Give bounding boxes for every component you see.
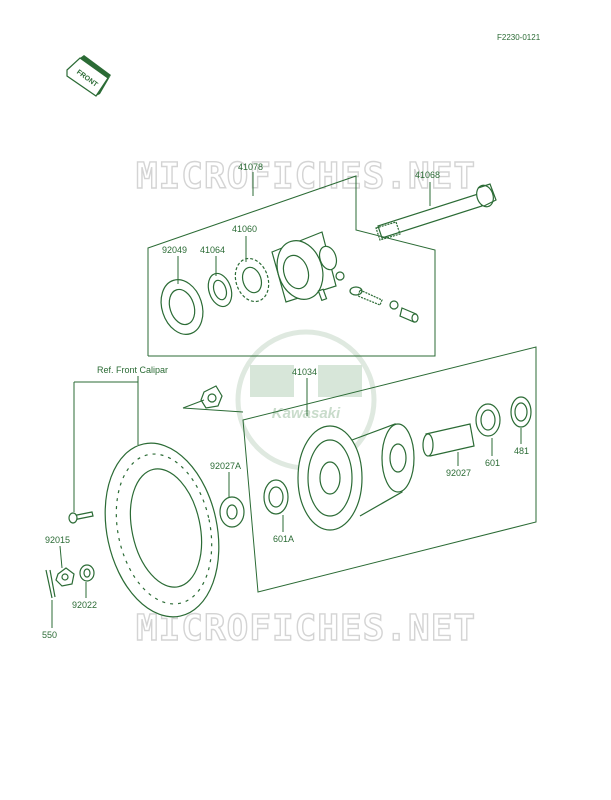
watermark-layer: Kawasaki MICROFICHES.NET MICROFICHES.NET xyxy=(135,155,476,649)
washer-92022 xyxy=(79,564,95,582)
thrust-washer xyxy=(389,300,399,310)
seal-481 xyxy=(510,396,532,428)
watermark-brand: Kawasaki xyxy=(272,405,341,422)
cotter-pin-550 xyxy=(45,569,56,599)
label-41034: 41034 xyxy=(292,367,317,377)
axle-nut xyxy=(200,385,223,409)
pinion-shaft xyxy=(349,286,383,306)
disc-bolt xyxy=(68,511,94,524)
label-550: 550 xyxy=(42,630,57,640)
label-92049: 92049 xyxy=(162,245,187,255)
leader-lines xyxy=(51,172,522,628)
label-92022: 92022 xyxy=(72,600,97,610)
diagram-code: F2230-0121 xyxy=(497,33,541,42)
label-92015: 92015 xyxy=(45,535,70,545)
label-ref-front-caliper: Ref. Front Calipar xyxy=(97,365,168,375)
front-arrow-icon: FRONT xyxy=(66,55,111,97)
castle-nut-92015 xyxy=(55,567,75,587)
hub-41034 xyxy=(297,423,415,531)
meter-gear-housing xyxy=(271,231,338,303)
bearing-601A xyxy=(263,479,289,515)
oil-seal-92049 xyxy=(160,279,204,335)
brake-disc xyxy=(104,442,220,618)
label-41078: 41078 xyxy=(238,162,263,172)
spacer-92027A xyxy=(219,496,245,528)
label-41060: 41060 xyxy=(232,224,257,234)
label-92027: 92027 xyxy=(446,468,471,478)
small-washer xyxy=(335,271,345,281)
distance-collar-92027 xyxy=(422,423,475,457)
watermark-logo-block-left xyxy=(250,365,294,397)
label-41064: 41064 xyxy=(200,245,225,255)
bushing xyxy=(399,307,419,323)
watermark-top: MICROFICHES.NET xyxy=(136,156,476,197)
watermark-bottom: MICROFICHES.NET xyxy=(136,608,476,649)
gear-41060 xyxy=(234,257,270,303)
label-92027A: 92027A xyxy=(210,461,241,471)
upper-assembly-frame xyxy=(147,175,436,357)
key-pin xyxy=(317,288,328,302)
bearing-601 xyxy=(475,403,501,437)
ring-41064 xyxy=(207,272,233,308)
label-601: 601 xyxy=(485,458,500,468)
label-601A: 601A xyxy=(273,534,294,544)
label-481: 481 xyxy=(514,446,529,456)
label-41068: 41068 xyxy=(415,170,440,180)
axle-41068 xyxy=(375,183,497,241)
hub-assembly-frame xyxy=(242,346,537,593)
